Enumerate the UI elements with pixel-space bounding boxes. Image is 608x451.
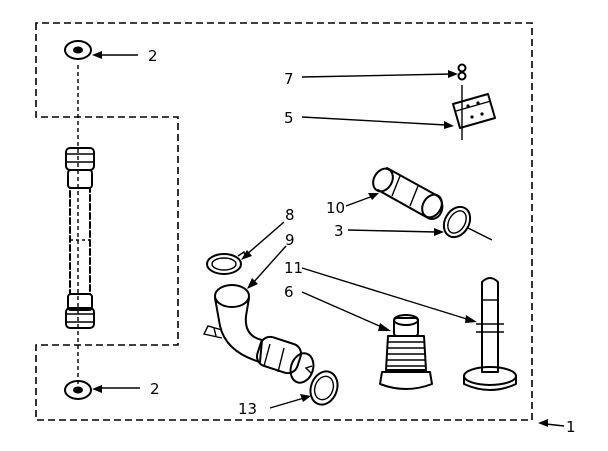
- clamp-ring: [206, 250, 247, 275]
- clip-part: [457, 63, 467, 81]
- callout-2-bottom: 2: [150, 380, 160, 398]
- leader-10: [345, 195, 374, 207]
- leader-9: [251, 245, 287, 285]
- threaded-adapter: [379, 314, 433, 390]
- leader-7: [301, 73, 453, 78]
- washer-bottom: [64, 380, 92, 400]
- leader-5: [301, 116, 447, 126]
- callout-7: 7: [284, 70, 294, 88]
- leader-1: [545, 423, 565, 427]
- hose-clamp: [304, 365, 339, 406]
- callout-6: 6: [284, 283, 294, 301]
- callout-10: 10: [326, 199, 345, 217]
- callout-2-top: 2: [148, 47, 158, 65]
- callout-3: 3: [334, 222, 344, 240]
- callout-8: 8: [285, 206, 295, 224]
- kit-boundary-outline: [35, 22, 533, 421]
- callout-11: 11: [284, 259, 303, 277]
- leader-13: [269, 397, 305, 409]
- fill-hose: [65, 147, 95, 329]
- callout-13: 13: [238, 400, 257, 418]
- coupling-sleeve: [372, 167, 444, 220]
- washer-top: [64, 40, 92, 60]
- bracket-part: [452, 85, 496, 140]
- leader-8: [245, 221, 285, 256]
- o-ring-part: [442, 205, 493, 241]
- drain-hose-elbow: [202, 284, 315, 384]
- leader-3: [347, 229, 437, 233]
- callout-9: 9: [285, 231, 295, 249]
- leader-6: [301, 291, 385, 329]
- leveling-leg: [463, 277, 517, 391]
- callout-1: 1: [566, 418, 576, 436]
- callout-5: 5: [284, 109, 294, 127]
- leader-11: [301, 267, 471, 321]
